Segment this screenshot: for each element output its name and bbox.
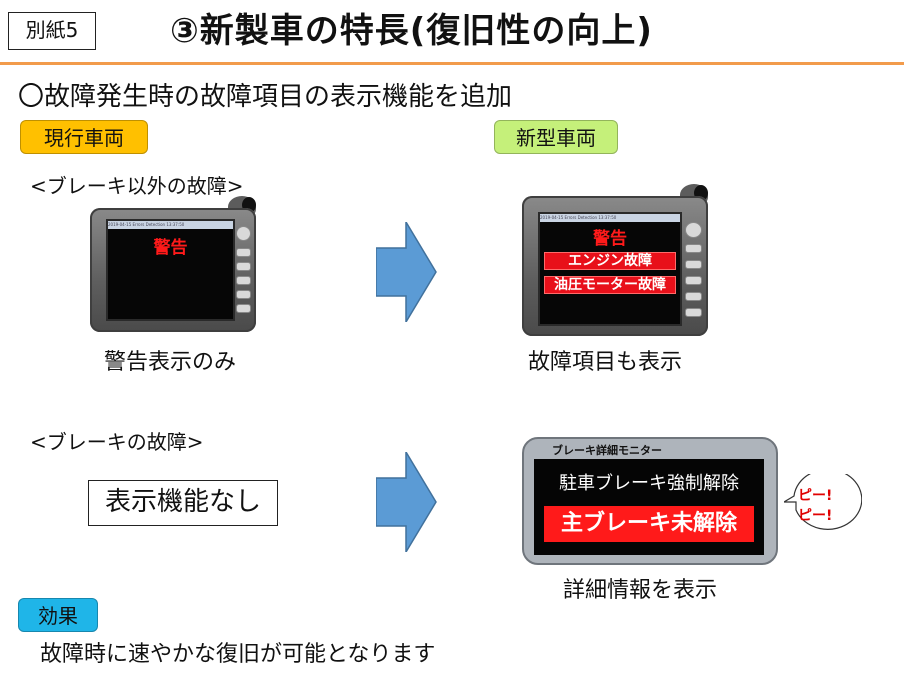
attachment-tag: 別紙5: [8, 12, 96, 50]
device-button: [236, 290, 251, 299]
new-monitor-device: 2019-04-15 Errors Detection 13:37:50 警告 …: [522, 184, 712, 344]
monitor-title: ブレーキ詳細モニター: [552, 444, 662, 457]
current-caption: 警告表示のみ: [104, 350, 237, 375]
monitor-screen: 駐車ブレーキ強制解除 主ブレーキ未解除: [534, 459, 764, 555]
new-vehicle-label: 新型車両: [494, 120, 618, 154]
new-caption: 故障項目も表示: [528, 350, 683, 375]
parking-brake-message: 駐車ブレーキ強制解除: [559, 473, 739, 494]
warning-text: 警告: [153, 238, 188, 258]
fault-item: 油圧モーター故障: [544, 276, 676, 294]
alarm-line: ピー!: [798, 508, 833, 524]
right-arrow-icon: [376, 222, 437, 322]
device-round-button: [236, 226, 251, 241]
device-button: [236, 304, 251, 313]
effect-text: 故障時に速やかな復旧が可能となります: [40, 642, 436, 667]
brake-detail-monitor: ブレーキ詳細モニター 駐車ブレーキ強制解除 主ブレーキ未解除: [522, 437, 778, 565]
section-brake: <ブレーキの故障>: [30, 430, 204, 454]
main-brake-alert: 主ブレーキ未解除: [544, 506, 754, 542]
brake-caption: 詳細情報を表示: [563, 578, 718, 603]
device-button: [236, 248, 251, 257]
device-button: [685, 260, 702, 269]
current-monitor-device: 2019-04-15 Errors Detection 13:37:50 警告: [90, 196, 260, 336]
title-divider: [0, 62, 904, 65]
fault-item: エンジン故障: [544, 252, 676, 270]
warning-text: 警告: [593, 229, 627, 249]
alarm-speech-bubble: ピー! ピー!: [784, 474, 862, 538]
device-button: [236, 276, 251, 285]
subtitle: 〇故障発生時の故障項目の表示機能を追加: [18, 82, 513, 112]
section-non-brake: <ブレーキ以外の故障>: [30, 174, 244, 198]
device-button: [685, 292, 702, 301]
no-display-box: 表示機能なし: [88, 480, 278, 526]
device-screen: 2019-04-15 Errors Detection 13:37:50 警告 …: [538, 212, 682, 326]
alarm-text: ピー! ピー!: [798, 486, 832, 526]
alarm-line: ピー!: [798, 488, 833, 504]
device-button: [236, 262, 251, 271]
speech-bubble-icon: [784, 474, 862, 530]
device-screen: 2019-04-15 Errors Detection 13:37:50 警告: [106, 219, 235, 321]
page-title: ③新製車の特長(復旧性の向上): [170, 11, 653, 51]
device-button: [685, 244, 702, 253]
effect-label: 効果: [18, 598, 98, 632]
device-round-button: [685, 222, 702, 238]
right-arrow-icon: [376, 452, 437, 552]
device-status-bar: 2019-04-15 Errors Detection 13:37:50: [540, 214, 680, 222]
device-button: [685, 276, 702, 285]
current-vehicle-label: 現行車両: [20, 120, 148, 154]
device-status-bar: 2019-04-15 Errors Detection 13:37:50: [108, 221, 233, 229]
device-button: [685, 308, 702, 317]
